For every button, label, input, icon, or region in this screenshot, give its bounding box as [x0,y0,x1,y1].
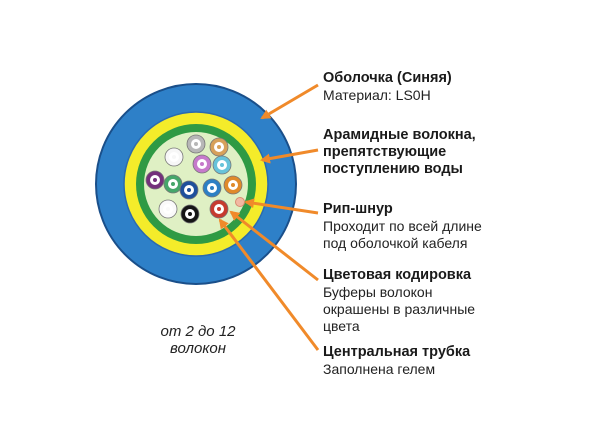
fiber-white-icon [164,147,184,167]
callout-color-coding-desc-3: цвета [323,318,360,334]
fiber-purple-icon [145,170,165,190]
arrow-color-coding [229,210,319,282]
callout-color-coding-desc-2: окрашены в различные [323,301,476,317]
callout-central-tube-desc: Заполнена гелем [323,361,436,377]
fiber-orange-icon [223,175,243,195]
arrow-aramid [260,148,319,164]
fiber-white-2-icon [158,199,178,219]
fiber-violet-icon [192,154,212,174]
callout-jacket-desc: Материал: LS0H [323,87,431,103]
callout-rip-cord-desc-2: под оболочкой кабеля [323,235,468,251]
fiber-red-icon [209,199,229,219]
callout-aramid-title: Арамидные волокна, препятствующие поступ… [323,127,476,177]
callout-rip-cord: Рип-шнур Проходит по всей длине под обол… [323,201,593,252]
callout-color-coding: Цветовая кодировка Буферы волокон окраше… [323,267,593,335]
fiber-blue-icon [179,180,199,200]
fiber-tan-icon [209,137,229,157]
fiber-count-line-1: от 2 до 12 [160,323,236,340]
callout-aramid: Арамидные волокна, препятствующие поступ… [323,127,593,178]
arrow-rip-cord [244,198,319,215]
callout-central-tube: Центральная трубка Заполнена гелем [323,344,593,378]
fiber-gray-icon [186,134,206,154]
colored-fibers [145,134,243,224]
fiber-aqua-icon [212,155,232,175]
callout-color-coding-desc-1: Буферы волокон [323,284,433,300]
fiber-lightblue-icon [202,178,222,198]
arrow-jacket [260,83,319,120]
arrow-central-tube [218,218,320,351]
fiber-black-icon [180,204,200,224]
rip-cord [235,197,245,207]
callout-jacket-title: Оболочка (Синяя) [323,70,452,86]
fiber-green-icon [163,174,183,194]
callout-jacket: Оболочка (Синяя) Материал: LS0H [323,70,593,104]
callout-rip-cord-title: Рип-шнур [323,201,393,217]
fiber-count-line-2: волокон [170,340,226,357]
fiber-count-label: от 2 до 12 волокон [128,323,268,357]
callout-central-tube-title: Центральная трубка [323,344,471,360]
callout-rip-cord-desc-1: Проходит по всей длине [323,218,482,234]
callout-color-coding-title: Цветовая кодировка [323,267,472,283]
